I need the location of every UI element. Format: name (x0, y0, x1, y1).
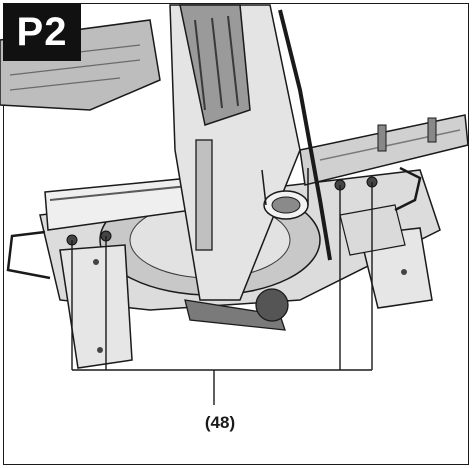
bevel-lock-handle (184, 299, 286, 331)
left-wire-handle (6, 230, 51, 280)
guide-rod (195, 139, 213, 251)
miter-knob (255, 288, 289, 322)
callout-leader-lines (71, 182, 373, 405)
callout-label: (48) (204, 413, 236, 432)
figure-badge: P2 (3, 3, 81, 61)
power-cable (278, 9, 332, 261)
right-wire-handle (394, 166, 422, 212)
figure-frame (3, 3, 469, 465)
